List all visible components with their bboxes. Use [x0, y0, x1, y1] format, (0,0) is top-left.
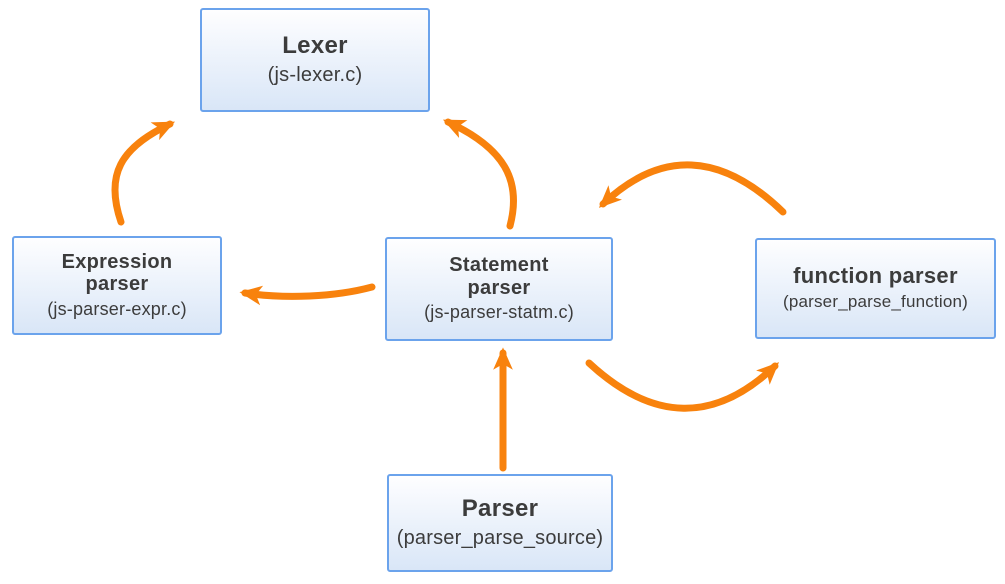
node-parser: Parser (parser_parse_source) — [387, 474, 613, 572]
node-statement-parser-subtitle: (js-parser-statm.c) — [424, 302, 574, 323]
node-lexer-subtitle: (js-lexer.c) — [267, 63, 363, 86]
arrow-function-parser-to-statement-parser — [598, 161, 787, 216]
node-statement-parser: Statement parser (js-parser-statm.c) — [385, 237, 613, 341]
node-lexer-title: Lexer — [282, 32, 348, 60]
node-expression-parser-title: Expression parser — [61, 250, 173, 296]
node-function-parser: function parser (parser_parse_function) — [755, 238, 996, 339]
node-lexer: Lexer (js-lexer.c) — [200, 8, 430, 112]
arrow-expression-parser-to-lexer — [111, 120, 176, 226]
node-expression-parser: Expression parser (js-parser-expr.c) — [12, 236, 222, 335]
node-function-parser-subtitle: (parser_parse_function) — [782, 292, 969, 312]
node-parser-title: Parser — [461, 495, 539, 523]
node-parser-subtitle: (parser_parse_source) — [396, 526, 604, 549]
node-statement-parser-title: Statement parser — [449, 254, 549, 299]
node-expression-parser-subtitle: (js-parser-expr.c) — [47, 298, 187, 319]
arrow-statement-parser-to-expression-parser — [239, 283, 376, 306]
node-function-parser-title: function parser — [793, 263, 958, 289]
arrow-statement-parser-to-function-parser — [585, 359, 780, 412]
arrow-statement-parser-to-lexer — [442, 118, 517, 230]
